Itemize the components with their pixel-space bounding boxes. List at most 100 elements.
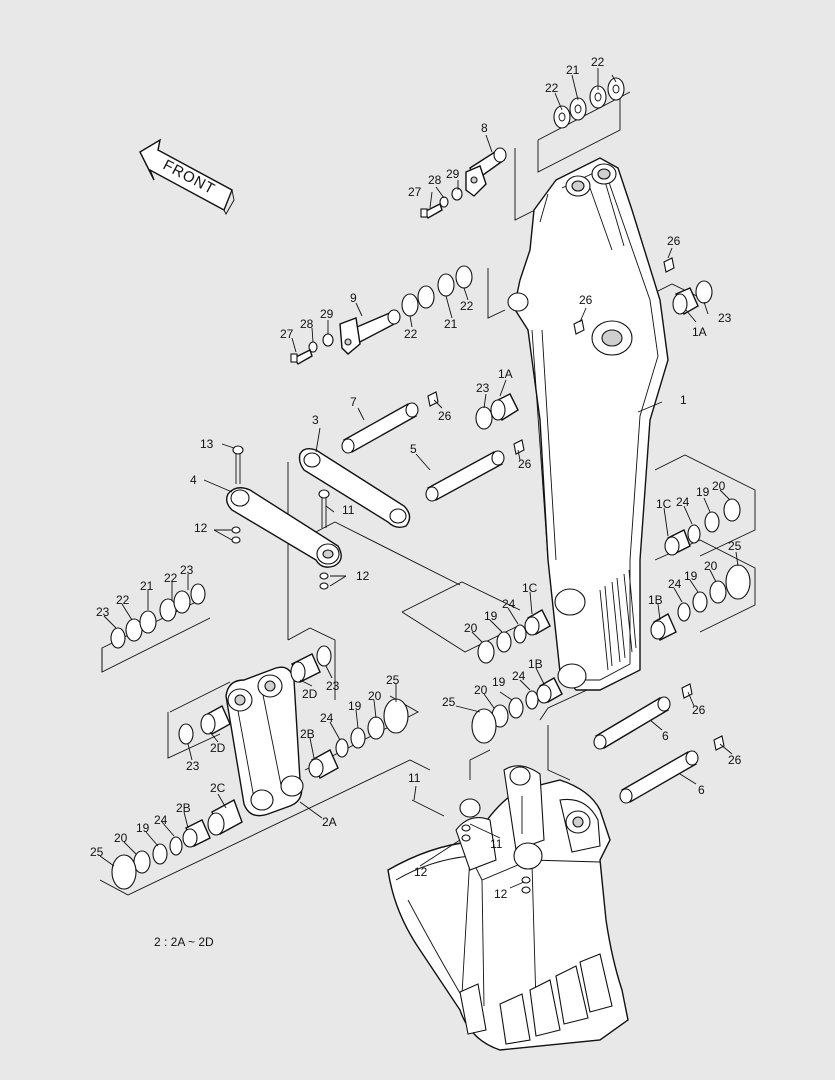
callout-7: 7 [350, 395, 357, 409]
callout-2d-b: 2D [210, 741, 226, 755]
bushing-1a-right [663, 257, 713, 316]
callout-22-mid-a: 22 [404, 327, 418, 341]
callout-22-mid-b: 22 [460, 299, 474, 313]
leader-lines [99, 68, 739, 889]
callout-20-e: 20 [368, 689, 382, 703]
callout-24-e: 24 [320, 711, 334, 725]
callout-20-c: 20 [464, 621, 478, 635]
link-2a [225, 666, 304, 817]
washers-top [553, 77, 625, 129]
callout-26-b: 26 [579, 293, 593, 307]
callout-25-c: 25 [386, 673, 400, 687]
callout-22-top-a: 22 [545, 81, 559, 95]
callout-26-e: 26 [692, 703, 706, 717]
callout-25-d: 25 [90, 845, 104, 859]
callout-25-b: 25 [442, 695, 456, 709]
callout-4: 4 [190, 473, 197, 487]
callout-26-d: 26 [518, 457, 532, 471]
callout-29-mid: 29 [320, 307, 334, 321]
callout-24-d: 24 [512, 669, 526, 683]
bucket [387, 765, 629, 1051]
callout-19-e: 19 [348, 699, 362, 713]
callout-21-top: 21 [566, 63, 580, 77]
callout-23-a: 23 [718, 311, 732, 325]
front-arrow: FRONT [139, 138, 235, 215]
callout-20-a: 20 [712, 479, 726, 493]
callout-3: 3 [312, 413, 319, 427]
callout-9: 9 [350, 291, 357, 305]
footnote: 2 : 2A ~ 2D [154, 935, 214, 949]
callout-2c: 2C [210, 781, 226, 795]
callout-21-mid: 21 [444, 317, 458, 331]
callout-19-d: 19 [492, 675, 506, 689]
washers-left-21-22 [110, 583, 206, 649]
pin-5 [425, 439, 525, 502]
callout-26-a: 26 [667, 234, 681, 248]
callout-11-c: 11 [490, 837, 503, 851]
callout-1c-a: 1C [656, 497, 672, 511]
callout-6-b: 6 [698, 783, 705, 797]
callout-22-d: 22 [164, 571, 178, 585]
washers-2b-lower [111, 798, 243, 890]
link-3 [298, 447, 411, 529]
callout-8: 8 [481, 121, 488, 135]
callout-20-d: 20 [474, 683, 488, 697]
washers-2b-upper [308, 698, 409, 779]
callout-12-a: 12 [194, 521, 208, 535]
pin-7 [341, 391, 439, 454]
callout-1b-a: 1B [648, 593, 663, 607]
callout-20-f: 20 [114, 831, 128, 845]
callout-23-e: 23 [326, 679, 340, 693]
link-4 [225, 445, 342, 590]
callout-5: 5 [410, 442, 417, 456]
callout-labels: 22 21 22 8 27 28 29 26 23 1A 26 9 27 28 … [90, 55, 742, 901]
callout-24-c: 24 [502, 597, 516, 611]
pin-9-assembly [290, 265, 473, 365]
callout-23-f: 23 [186, 759, 200, 773]
pin-8-assembly [420, 147, 507, 219]
callout-11-b: 11 [408, 771, 421, 785]
callout-13: 13 [200, 437, 214, 451]
callout-2b-b: 2B [176, 801, 191, 815]
callout-1: 1 [680, 393, 687, 407]
callout-1c-b: 1C [522, 581, 538, 595]
washers-1b-left [471, 677, 563, 744]
callout-27-mid: 27 [280, 327, 294, 341]
callout-23-c: 23 [96, 605, 110, 619]
callout-26-f: 26 [728, 753, 742, 767]
callout-2a: 2A [322, 815, 337, 829]
callout-12-b: 12 [356, 569, 370, 583]
callout-21-c: 21 [140, 579, 154, 593]
boom-1 [507, 157, 669, 691]
callout-25-a: 25 [728, 539, 742, 553]
callout-23-d: 23 [180, 563, 194, 577]
callout-19-c: 19 [484, 609, 498, 623]
callout-19-f: 19 [136, 821, 150, 835]
callout-11-a: 11 [342, 503, 355, 517]
callout-28-top: 28 [428, 173, 442, 187]
callout-2d-a: 2D [302, 687, 318, 701]
washers-1b-right [650, 564, 751, 641]
bushing-2d-lower [178, 705, 231, 745]
callout-28-mid: 28 [300, 317, 314, 331]
callout-24-f: 24 [154, 813, 168, 827]
washers-1c-right [664, 498, 741, 556]
callout-22-c: 22 [116, 593, 130, 607]
callout-1a-b: 1A [498, 367, 513, 381]
callout-1b-b: 1B [528, 657, 543, 671]
bushing-2d-upper [290, 645, 332, 683]
callout-12-d: 12 [494, 887, 508, 901]
pin-6-lower [619, 735, 725, 804]
washers-1c-left [477, 609, 551, 664]
callout-29-top: 29 [446, 167, 460, 181]
bushing-1a-left [475, 319, 585, 430]
callout-6-a: 6 [662, 729, 669, 743]
pin-6-upper [593, 683, 693, 750]
callout-24-a: 24 [676, 495, 690, 509]
callout-12-c: 12 [414, 865, 428, 879]
callout-26-c: 26 [438, 409, 452, 423]
callout-27-top: 27 [408, 185, 422, 199]
callout-23-b: 23 [476, 381, 490, 395]
